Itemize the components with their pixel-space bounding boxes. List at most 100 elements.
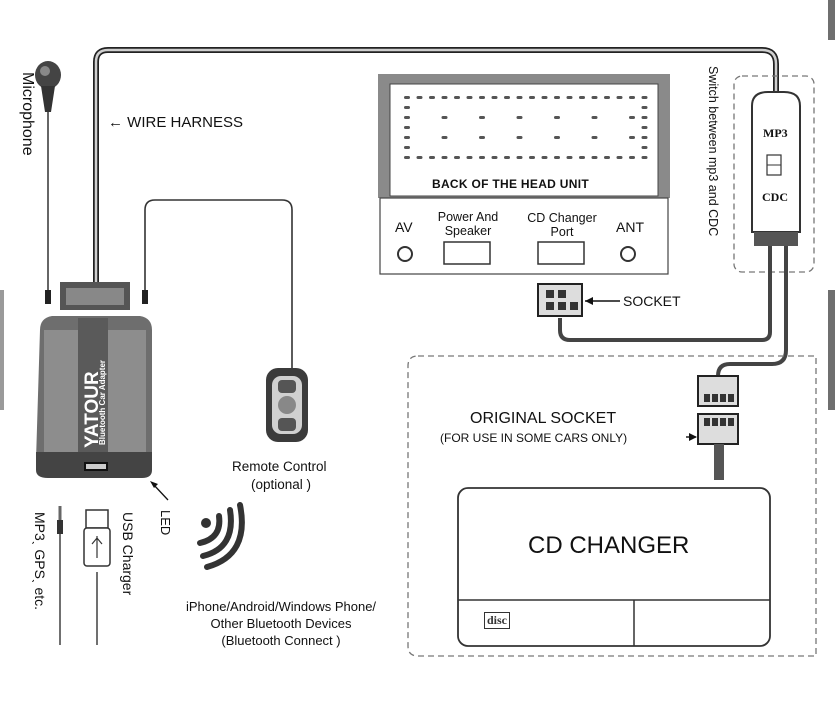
cd-changer-enclosure	[407, 355, 817, 657]
microphone-label: Microphone	[19, 72, 36, 156]
vent-hole	[591, 156, 598, 159]
switch-enclosure	[733, 75, 815, 273]
vent-hole	[604, 96, 610, 99]
cd-changer-port-line2: Port	[550, 225, 574, 239]
vent-hole	[466, 156, 473, 159]
vent-hole	[479, 156, 485, 159]
bluetooth-adapter	[36, 282, 152, 478]
switch-cdc-label: CDC	[762, 190, 788, 204]
original-socket-label: ORIGINAL SOCKET	[470, 410, 617, 427]
vent-hole	[641, 126, 648, 129]
adapter-subtitle: Bluetooth Car Adapter	[98, 359, 107, 445]
vent-hole	[591, 136, 598, 139]
bluetooth-line1: iPhone/Android/Windows Phone/	[185, 599, 377, 614]
wire-harness-label: ← WIRE HARNESS	[108, 114, 244, 131]
usb-plug-icon	[83, 509, 111, 567]
cd-changer-unit	[457, 487, 771, 647]
head-unit-title: BACK OF THE HEAD UNIT	[432, 177, 589, 191]
original-socket-note: (FOR USE IN SOME CARS ONLY)	[440, 431, 628, 445]
switch-to-socket-cable	[558, 246, 772, 342]
vent-hole	[516, 116, 523, 119]
ant-port-label: ANT	[616, 219, 644, 235]
switch-caption: Switch between mp3 and CDC	[706, 66, 720, 237]
vent-hole	[629, 96, 635, 99]
bluetooth-devices-label: iPhone/Android/Windows Phone/ Other Blue…	[156, 598, 406, 649]
remote-optional-label: (optional )	[251, 477, 312, 492]
mp3-cdc-switch	[751, 91, 801, 246]
compact-disc-logo: disc	[484, 612, 511, 629]
vent-hole	[404, 126, 410, 129]
vent-hole	[454, 96, 460, 99]
vent-hole	[554, 156, 560, 159]
power-speaker-line2: Speaker	[444, 224, 492, 238]
bluetooth-line3: (Bluetooth Connect )	[221, 633, 341, 648]
vent-hole	[454, 156, 460, 159]
remote-control	[266, 368, 308, 442]
vent-hole	[629, 116, 635, 119]
vent-hole	[554, 136, 560, 139]
remote-control-label: Remote Control	[232, 459, 327, 474]
cd-changer-label: CD CHANGER	[528, 532, 690, 559]
vent-hole	[529, 96, 535, 99]
av-port-label: AV	[395, 219, 413, 235]
edge-artifact	[0, 290, 4, 410]
vent-hole	[541, 96, 548, 99]
edge-artifact	[828, 0, 835, 40]
vent-hole	[641, 156, 648, 159]
vent-hole	[591, 96, 598, 99]
vent-hole	[579, 156, 585, 159]
vent-hole	[641, 136, 648, 139]
vent-hole	[404, 156, 410, 159]
socket-label: SOCKET	[623, 293, 681, 309]
wire-harness-text: WIRE HARNESS	[127, 114, 244, 131]
usb-charger-label: USB Charger	[120, 512, 136, 596]
vent-hole	[429, 96, 435, 99]
vent-hole	[404, 106, 410, 109]
wireless-signal-icon	[197, 502, 245, 570]
vent-hole	[479, 116, 485, 119]
switch-mp3-label: MP3	[763, 126, 788, 140]
vent-hole	[504, 156, 510, 159]
vent-hole	[479, 96, 485, 99]
vent-hole	[441, 116, 448, 119]
bluetooth-line2: Other Bluetooth Devices	[210, 616, 352, 631]
vent-hole	[404, 146, 410, 149]
vent-hole	[629, 156, 635, 159]
vent-hole	[466, 96, 473, 99]
vent-hole	[616, 156, 623, 159]
vent-hole	[516, 96, 523, 99]
vent-hole	[404, 136, 410, 139]
aux-plug-icon	[57, 506, 63, 534]
microphone-icon	[35, 61, 61, 304]
led-pointer	[152, 483, 169, 501]
original-socket-connector	[697, 375, 739, 480]
head-unit	[378, 74, 670, 275]
vent-hole	[416, 96, 423, 99]
edge-artifact	[828, 290, 835, 410]
vent-hole	[641, 146, 648, 149]
vent-hole	[516, 136, 523, 139]
mp3-gps-label: MP3ˎ GPSˎ etc.	[32, 512, 48, 611]
vent-hole	[616, 96, 623, 99]
vent-hole	[441, 156, 448, 159]
vent-hole	[641, 96, 648, 99]
vent-hole	[554, 96, 560, 99]
vent-hole	[441, 96, 448, 99]
vent-hole	[604, 156, 610, 159]
vent-hole	[641, 106, 648, 109]
switch-to-original-socket-cable	[716, 246, 788, 377]
head-unit-vents	[404, 96, 648, 159]
power-speaker-line1: Power And	[437, 210, 499, 224]
remote-cable	[144, 199, 293, 370]
vent-hole	[529, 156, 535, 159]
vent-hole	[566, 156, 573, 159]
socket-connector	[537, 283, 583, 317]
vent-hole	[554, 116, 560, 119]
vent-hole	[404, 96, 410, 99]
vent-hole	[591, 116, 598, 119]
vent-hole	[429, 156, 435, 159]
vent-hole	[541, 156, 548, 159]
cd-changer-port-label: CD Changer Port	[520, 211, 604, 239]
led-label: LED	[158, 510, 173, 536]
